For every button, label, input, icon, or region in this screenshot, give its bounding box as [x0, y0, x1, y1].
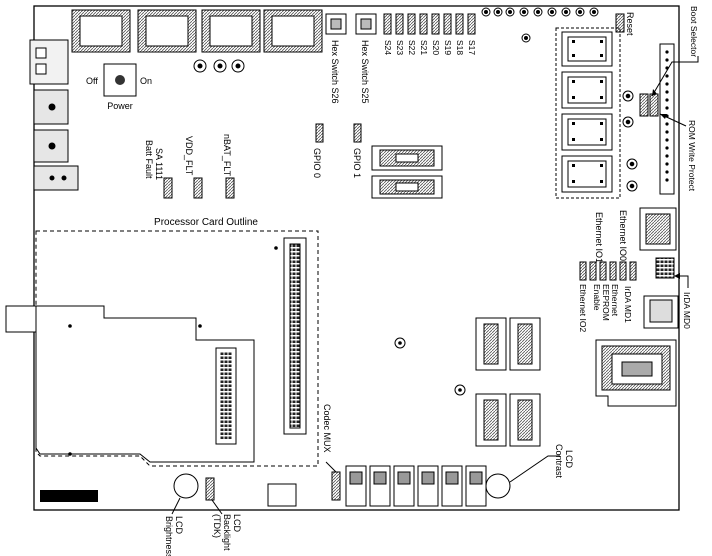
lcd-brightness-label-2: Brightness	[164, 516, 174, 556]
gpio0-label: GPIO 0	[312, 148, 322, 178]
lcd-backlight-label-2: Backlight	[222, 514, 232, 551]
connector-left-2	[33, 89, 69, 125]
fault-jumpers	[163, 123, 362, 199]
codec-mux-jumper	[331, 471, 341, 501]
rom-write-protect-label: ROM Write Protect	[687, 120, 697, 192]
bottom-connector	[267, 483, 297, 507]
boot-selector-pointer	[651, 56, 699, 97]
connector-left-5	[5, 305, 37, 333]
switch-label-s22: S22	[407, 40, 417, 55]
irda-md0-label: IrDA MD0	[682, 292, 692, 329]
processor-card-body	[35, 305, 255, 463]
right-edge-connector	[659, 43, 675, 195]
switch-label-s20: S20	[431, 40, 441, 55]
lcd-brightness-pot	[173, 473, 199, 499]
switch-label-s21: S21	[419, 40, 429, 55]
connector-top-left	[29, 39, 69, 85]
boot-selector-jumpers	[622, 90, 659, 192]
ethernet-eeprom-label-1: Ethernet	[610, 284, 620, 317]
board-outline	[33, 5, 680, 511]
lcd-brightness-label-1: LCD	[174, 516, 184, 535]
memory-chips	[561, 31, 613, 193]
gpio1-jumper	[353, 123, 362, 143]
nbat-flt-label: nBAT_FLT	[222, 134, 232, 177]
switch-label-s24: S24	[383, 40, 393, 55]
ethernet-jumper-row	[579, 257, 675, 281]
ethernet-eeprom-label-2: EEPROM	[601, 284, 611, 321]
audio-jacks	[345, 465, 487, 507]
lcd-contrast-pot	[485, 473, 511, 499]
hex-switch-s26-label: Hex Switch S26	[330, 40, 340, 104]
ethernet-io1-label: Ethernet IO1	[594, 212, 604, 263]
top-jumpers	[193, 59, 245, 73]
card-slot	[595, 339, 677, 407]
connector-left-4	[33, 165, 79, 191]
vdd-flt-jumper	[193, 177, 203, 199]
switch-label-s23: S23	[395, 40, 405, 55]
gpio0-jumper	[315, 123, 324, 143]
middle-sockets	[371, 145, 443, 199]
vdd-flt-label: VDD_FLT	[184, 136, 194, 176]
sa1111-batt-fault-jumper	[163, 177, 173, 199]
led-row	[481, 7, 599, 43]
ethernet-io2-label: Ethernet IO2	[578, 284, 588, 332]
bottom-left-connector	[40, 490, 98, 502]
switch-label-s19: S19	[443, 40, 453, 55]
nbat-flt-jumper	[225, 177, 235, 199]
gpio1-label: GPIO 1	[352, 148, 362, 178]
boot-selector-label: Boot Selector	[689, 6, 699, 57]
power-on-label: On	[140, 76, 152, 86]
lcd-contrast-label-1: LCD	[564, 450, 574, 469]
ethernet-eeprom-label-3: Enable	[592, 284, 602, 311]
hex-switch-s25-label: Hex Switch S25	[360, 40, 370, 104]
lcd-backlight-label-1: LCD	[232, 514, 242, 533]
memory-area-outline	[555, 27, 621, 199]
hex-switches	[325, 13, 377, 35]
switch-label-s18: S18	[455, 40, 465, 55]
ethernet-io0-label: Ethernet IO0	[618, 210, 628, 261]
sa1111-label-1: SA 1111	[154, 148, 164, 180]
power-off-label: Off	[86, 76, 98, 86]
codec-mux-label: Codec MUX	[322, 404, 332, 453]
sa1111-label-2: Batt Fault	[144, 140, 154, 179]
top-chips	[71, 9, 323, 53]
power-switch: Off On Power	[86, 63, 152, 111]
left-connectors	[5, 39, 79, 333]
lcd-contrast-label-2: Contrast	[554, 444, 564, 479]
power-label: Power	[107, 101, 133, 111]
codec-sockets	[475, 317, 541, 447]
lcd-backlight-label-3: (TDK)	[212, 514, 222, 538]
processor-card-outline	[35, 230, 319, 467]
irda-md1-label: IrDA MD1	[623, 286, 633, 323]
reset-label: Reset	[625, 12, 635, 36]
dip-switch-bank	[383, 13, 476, 35]
processor-card-outline-label: Processor Card Outline	[154, 217, 258, 228]
lcd-backlight-jumper	[205, 477, 215, 501]
switch-label-s17: S17	[467, 40, 477, 55]
